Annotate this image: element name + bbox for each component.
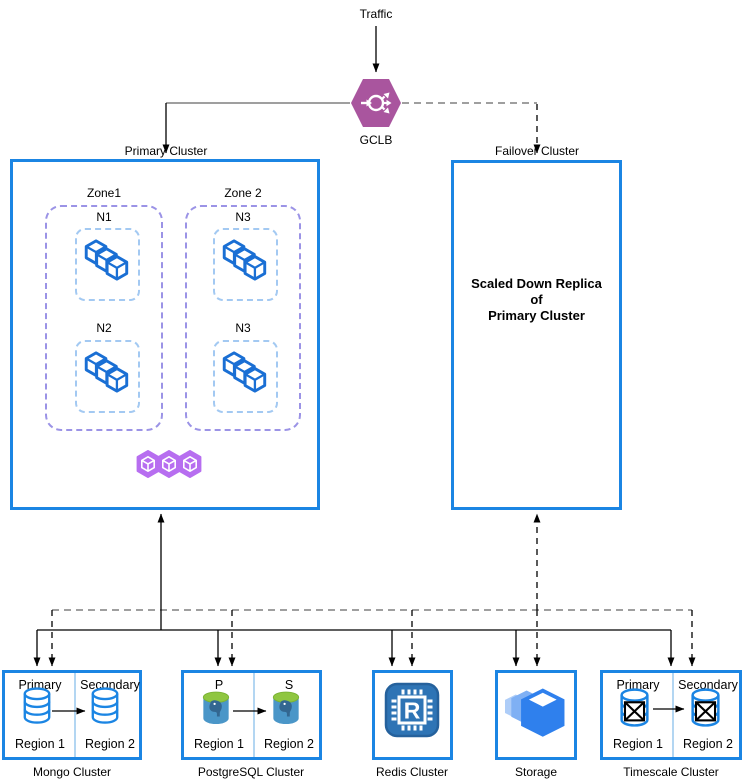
pods-icon [83,239,131,281]
pods-icon [83,351,131,393]
mongo-cluster-label: Mongo Cluster [32,765,112,779]
node-n3b-box [213,340,278,413]
mongo-secondary-db-icon [88,687,122,725]
node-n2-box [75,340,140,413]
pods-icon [221,239,269,281]
traffic-label: Traffic [359,7,393,21]
gclb-label: GCLB [359,133,393,147]
failover-description: Scaled Down Replica of Primary Cluster [471,276,602,323]
postgres-region2-label: Region 2 [263,737,315,751]
zone1-label: Zone1 [86,186,122,200]
redis-letter: R [404,698,421,724]
postgres-secondary-role: S [284,678,294,692]
mongo-region1-label: Region 1 [14,737,66,751]
redis-cluster-label: Redis Cluster [375,765,449,779]
pods-icon [221,351,269,393]
redis-icon: R [384,682,440,738]
failover-cluster-label: Failover Cluster [494,144,580,158]
timescale-region2-label: Region 2 [682,737,734,751]
node-n1-box [75,228,140,301]
primary-cluster-label: Primary Cluster [124,144,208,158]
postgres-cluster-label: PostgreSQL Cluster [197,765,305,779]
mongo-cluster-box: Primary Secondary Region 1 Region 2 [2,670,142,760]
postgres-db-icon [201,690,231,728]
timescale-secondary-role: Secondary [678,678,738,692]
storage-icon [505,686,567,742]
mongo-region2-label: Region 2 [84,737,136,751]
node-n3b-label: N3 [235,321,251,335]
node-n2-label: N2 [96,321,112,335]
timescale-primary-role: Primary [616,678,660,692]
postgres-primary-role: P [214,678,224,692]
zone2-box [185,205,301,431]
region-divider [74,673,76,757]
gke-cluster-icon [135,448,203,480]
postgres-cluster-box: P S Region 1 Region 2 [181,670,322,760]
mongo-secondary-role: Secondary [80,678,140,692]
timescale-db-icon [617,688,652,728]
timescale-cluster-label: Timescale Cluster [623,765,719,779]
node-n3a-label: N3 [235,210,251,224]
timescale-db-icon [688,688,723,728]
postgres-region1-label: Region 1 [193,737,245,751]
primary-cluster-box: Zone1 Zone 2 N1 N3 N2 N3 [10,159,320,510]
region-divider [253,673,255,757]
region-divider [672,673,674,757]
gclb-load-balancer-icon [351,79,401,127]
timescale-region1-label: Region 1 [612,737,664,751]
zone1-box [45,205,163,431]
node-n1-label: N1 [96,210,112,224]
mongo-primary-db-icon [20,687,54,725]
storage-label: Storage [514,765,558,779]
node-n3a-box [213,228,278,301]
postgres-db-icon [271,690,301,728]
zone2-label: Zone 2 [224,186,262,200]
failover-cluster-box [451,160,622,510]
